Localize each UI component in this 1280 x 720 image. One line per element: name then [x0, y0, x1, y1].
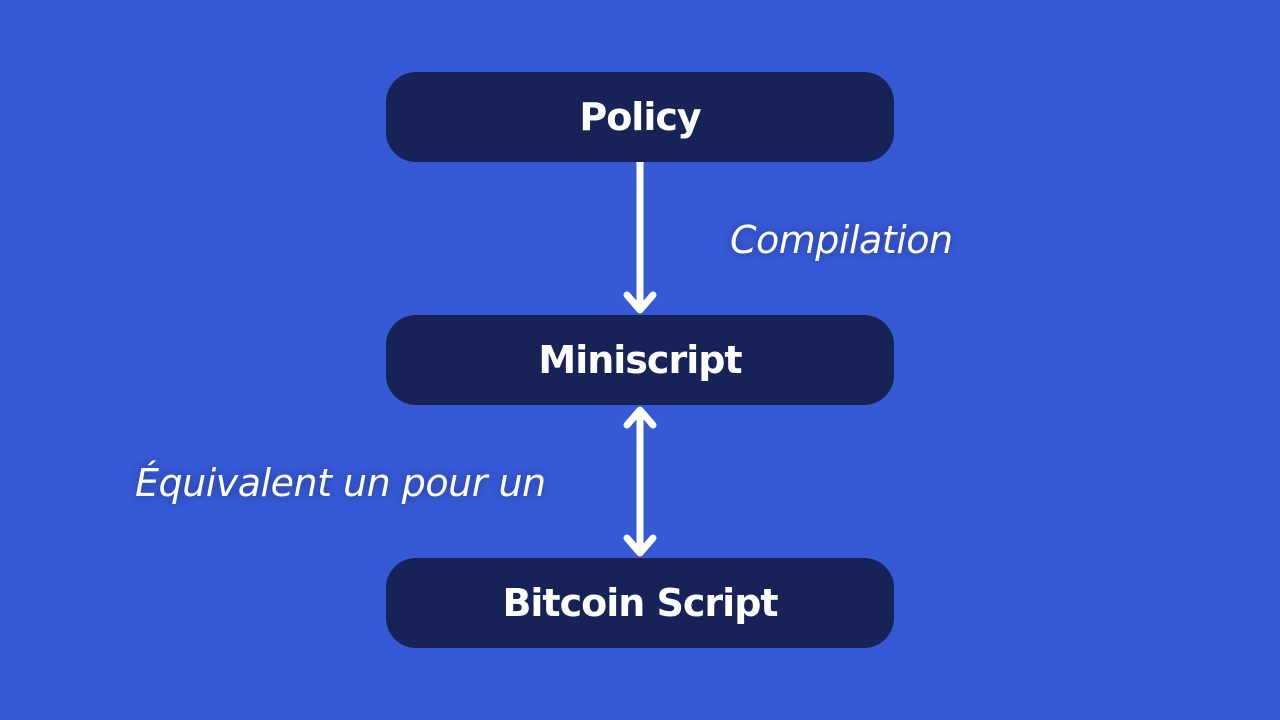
- node-miniscript: Miniscript: [386, 315, 894, 405]
- node-policy: Policy: [386, 72, 894, 162]
- arrow-up-head: [623, 406, 657, 429]
- arrow-down-head: [623, 534, 657, 557]
- arrow-down-head: [623, 291, 657, 314]
- node-bitcoin-script: Bitcoin Script: [386, 558, 894, 648]
- edge-label-compilation: Compilation: [730, 218, 953, 262]
- edge-label-equivalent: Équivalent un pour un: [135, 461, 546, 505]
